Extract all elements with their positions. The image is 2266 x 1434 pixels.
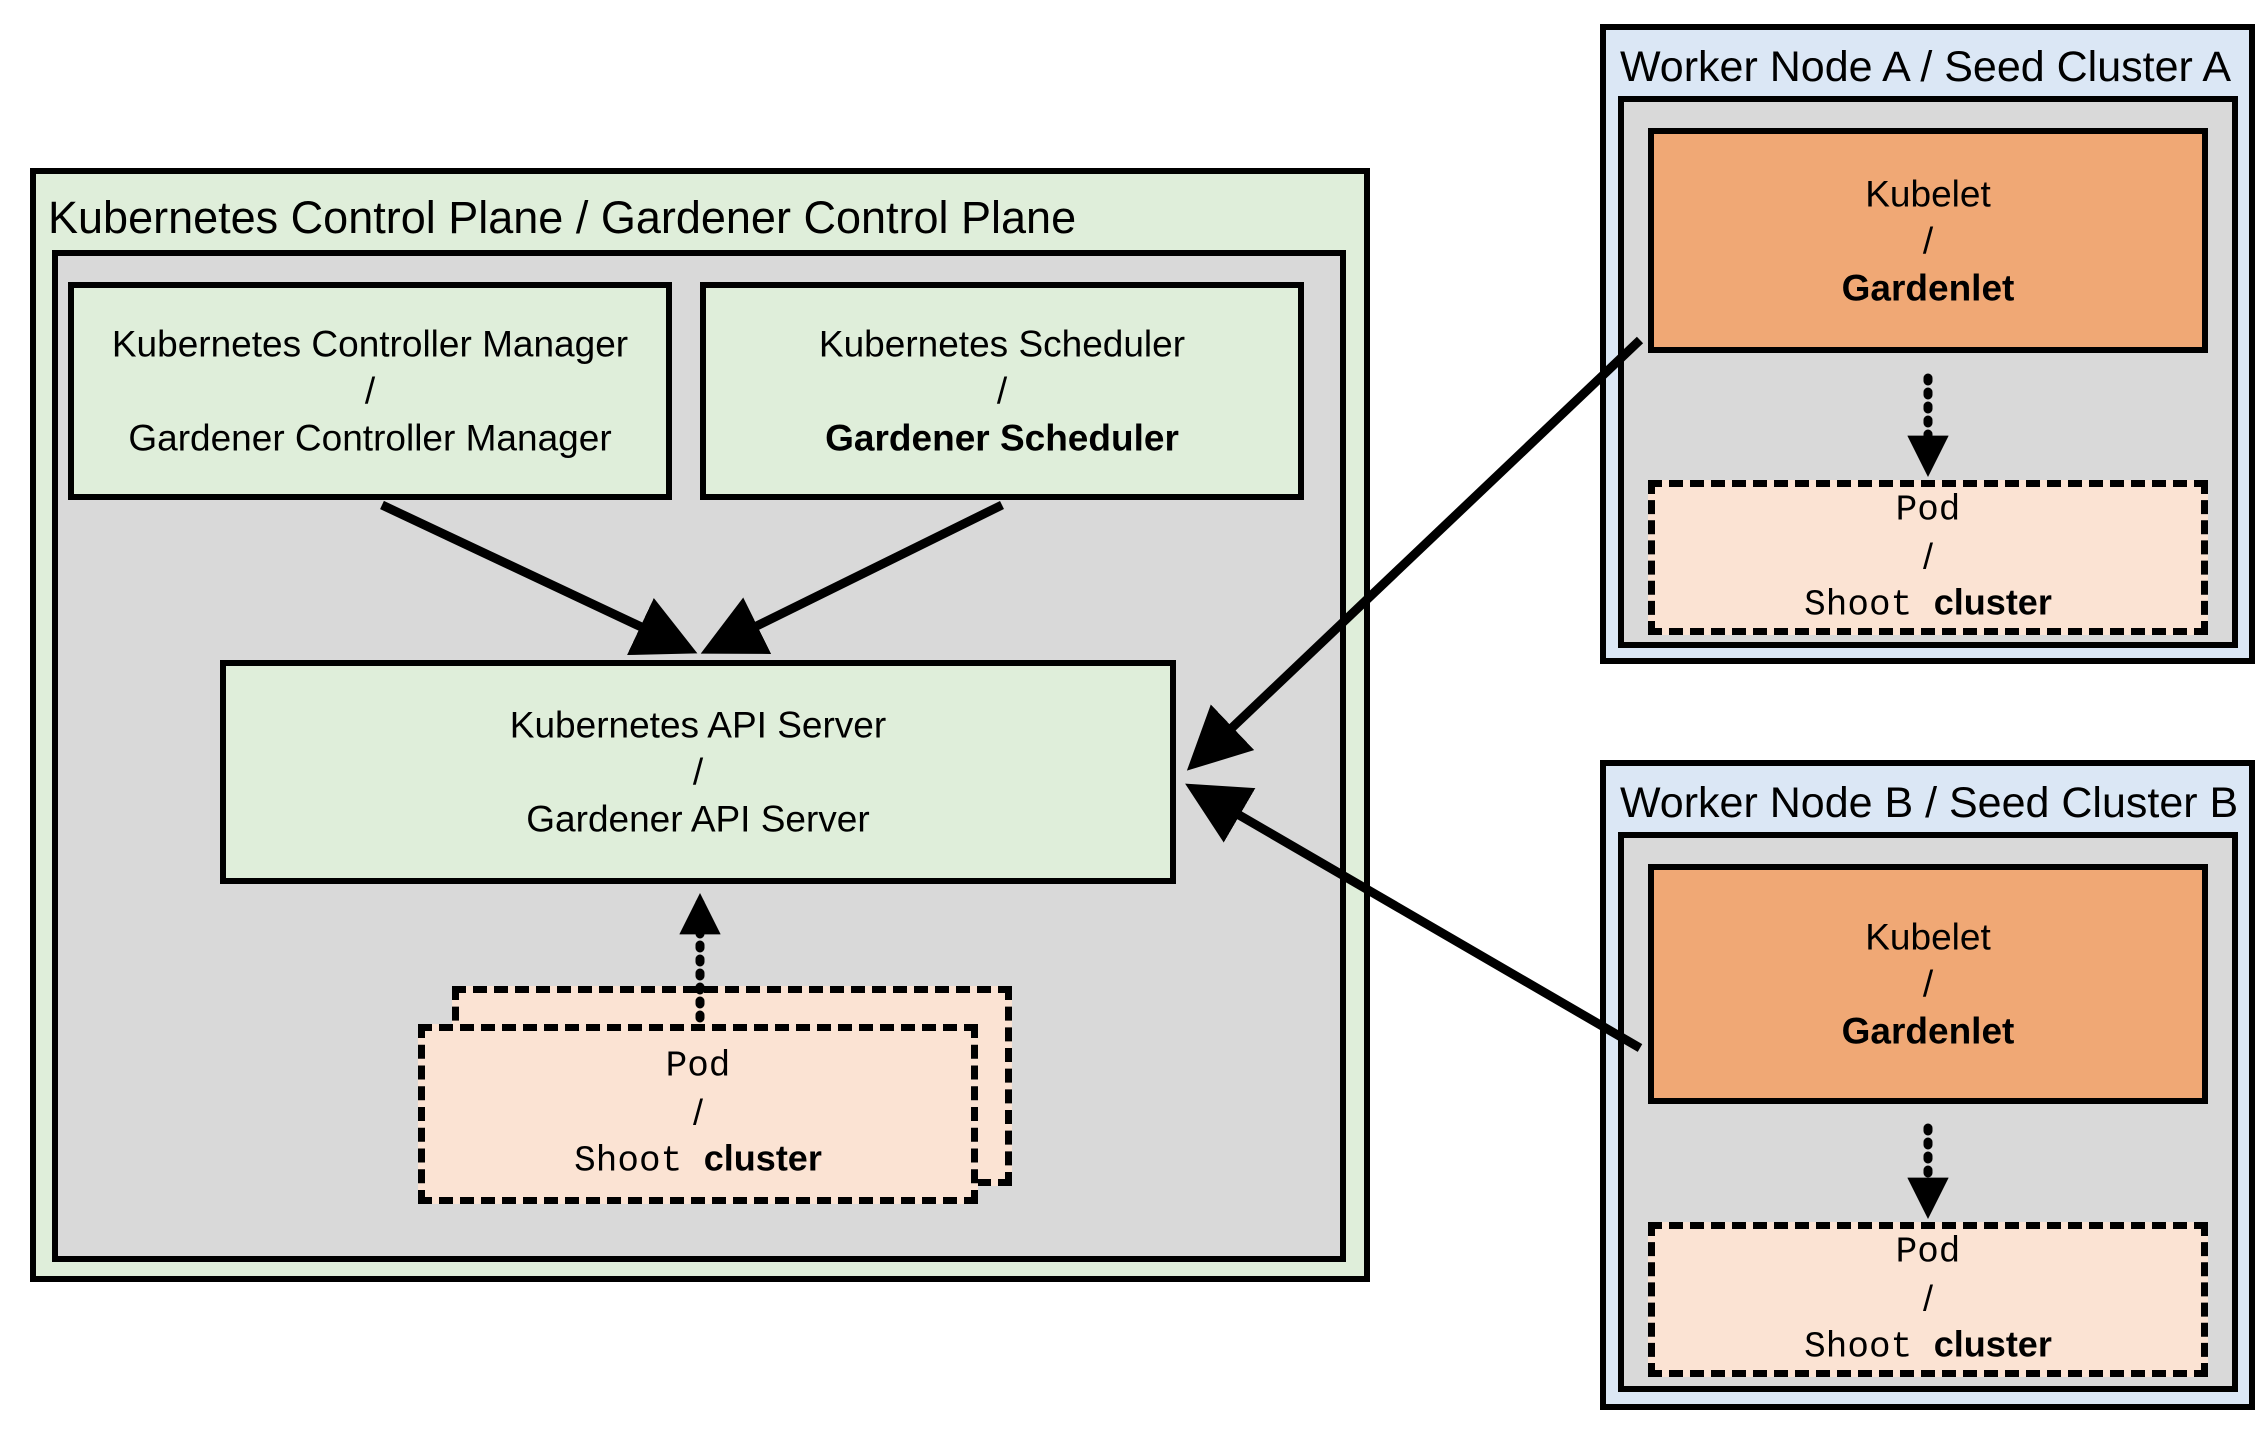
worker-node-a-title: Worker Node A / Seed Cluster A [1620, 43, 2232, 91]
gardenlet-b-line2: Gardenlet [1841, 1010, 2015, 1052]
gardenlet-b-box[interactable]: Kubelet / Gardenlet [1648, 864, 2208, 1104]
pod-a-separator: / [1922, 535, 1933, 576]
pod-a-line2: Shoot cluster [1655, 579, 2201, 628]
pod-b-label: Pod / Shoot cluster [1655, 1229, 2201, 1370]
pod-a-shoot: Shoot [1804, 584, 1934, 625]
control-plane-pod-label: Pod / Shoot cluster [425, 1044, 971, 1185]
control-plane-pod-box[interactable]: Pod / Shoot cluster [418, 1024, 978, 1204]
gardenlet-b-label: Kubelet / Gardenlet [1654, 914, 2202, 1055]
pod-a-line1: Pod [1895, 489, 1961, 530]
pod-b-separator: / [1922, 1277, 1933, 1318]
pod-b-shoot: Shoot [1804, 1326, 1934, 1367]
gardenlet-a-line2: Gardenlet [1841, 267, 2015, 308]
control-plane-pod-line1: Pod [665, 1045, 731, 1087]
scheduler-box[interactable]: Kubernetes Scheduler / Gardener Schedule… [700, 282, 1304, 500]
control-plane-pod-line2: Shoot cluster [425, 1136, 971, 1185]
api-server-line2: Gardener API Server [526, 798, 870, 840]
control-plane-title: Kubernetes Control Plane / Gardener Cont… [48, 192, 1077, 243]
api-server-label: Kubernetes API Server / Gardener API Ser… [226, 702, 1170, 843]
gardenlet-a-separator: / [1922, 220, 1934, 261]
gardenlet-b-line1: Kubelet [1865, 916, 1991, 958]
pod-b-box[interactable]: Pod / Shoot cluster [1648, 1222, 2208, 1377]
controller-manager-line2: Gardener Controller Manager [128, 417, 612, 459]
controller-manager-label: Kubernetes Controller Manager / Gardener… [74, 321, 666, 462]
gardenlet-a-line1: Kubelet [1865, 173, 1991, 214]
gardenlet-a-box[interactable]: Kubelet / Gardenlet [1648, 128, 2208, 353]
pod-a-cluster: cluster [1933, 581, 2052, 622]
api-server-line1: Kubernetes API Server [509, 704, 887, 746]
api-server-separator: / [692, 751, 704, 793]
controller-manager-line1: Kubernetes Controller Manager [111, 323, 629, 365]
pod-b-line1: Pod [1895, 1231, 1961, 1272]
worker-node-b-title: Worker Node B / Seed Cluster B [1620, 779, 2239, 827]
scheduler-line2: Gardener Scheduler [825, 417, 1179, 459]
pod-a-label: Pod / Shoot cluster [1655, 487, 2201, 628]
control-plane-pod-cluster: cluster [703, 1137, 822, 1179]
pod-b-cluster: cluster [1933, 1323, 2052, 1364]
api-server-box[interactable]: Kubernetes API Server / Gardener API Ser… [220, 660, 1176, 884]
pod-b-line2: Shoot cluster [1655, 1321, 2201, 1370]
control-plane-pod-shoot: Shoot [574, 1140, 704, 1182]
gardenlet-a-label: Kubelet / Gardenlet [1654, 170, 2202, 311]
pod-a-box[interactable]: Pod / Shoot cluster [1648, 480, 2208, 635]
scheduler-label: Kubernetes Scheduler / Gardener Schedule… [706, 321, 1298, 462]
scheduler-line1: Kubernetes Scheduler [818, 323, 1186, 365]
scheduler-separator: / [996, 370, 1008, 412]
control-plane-pod-separator: / [692, 1091, 703, 1133]
gardenlet-b-separator: / [1922, 963, 1934, 1005]
controller-manager-box[interactable]: Kubernetes Controller Manager / Gardener… [68, 282, 672, 500]
controller-manager-separator: / [364, 370, 376, 412]
